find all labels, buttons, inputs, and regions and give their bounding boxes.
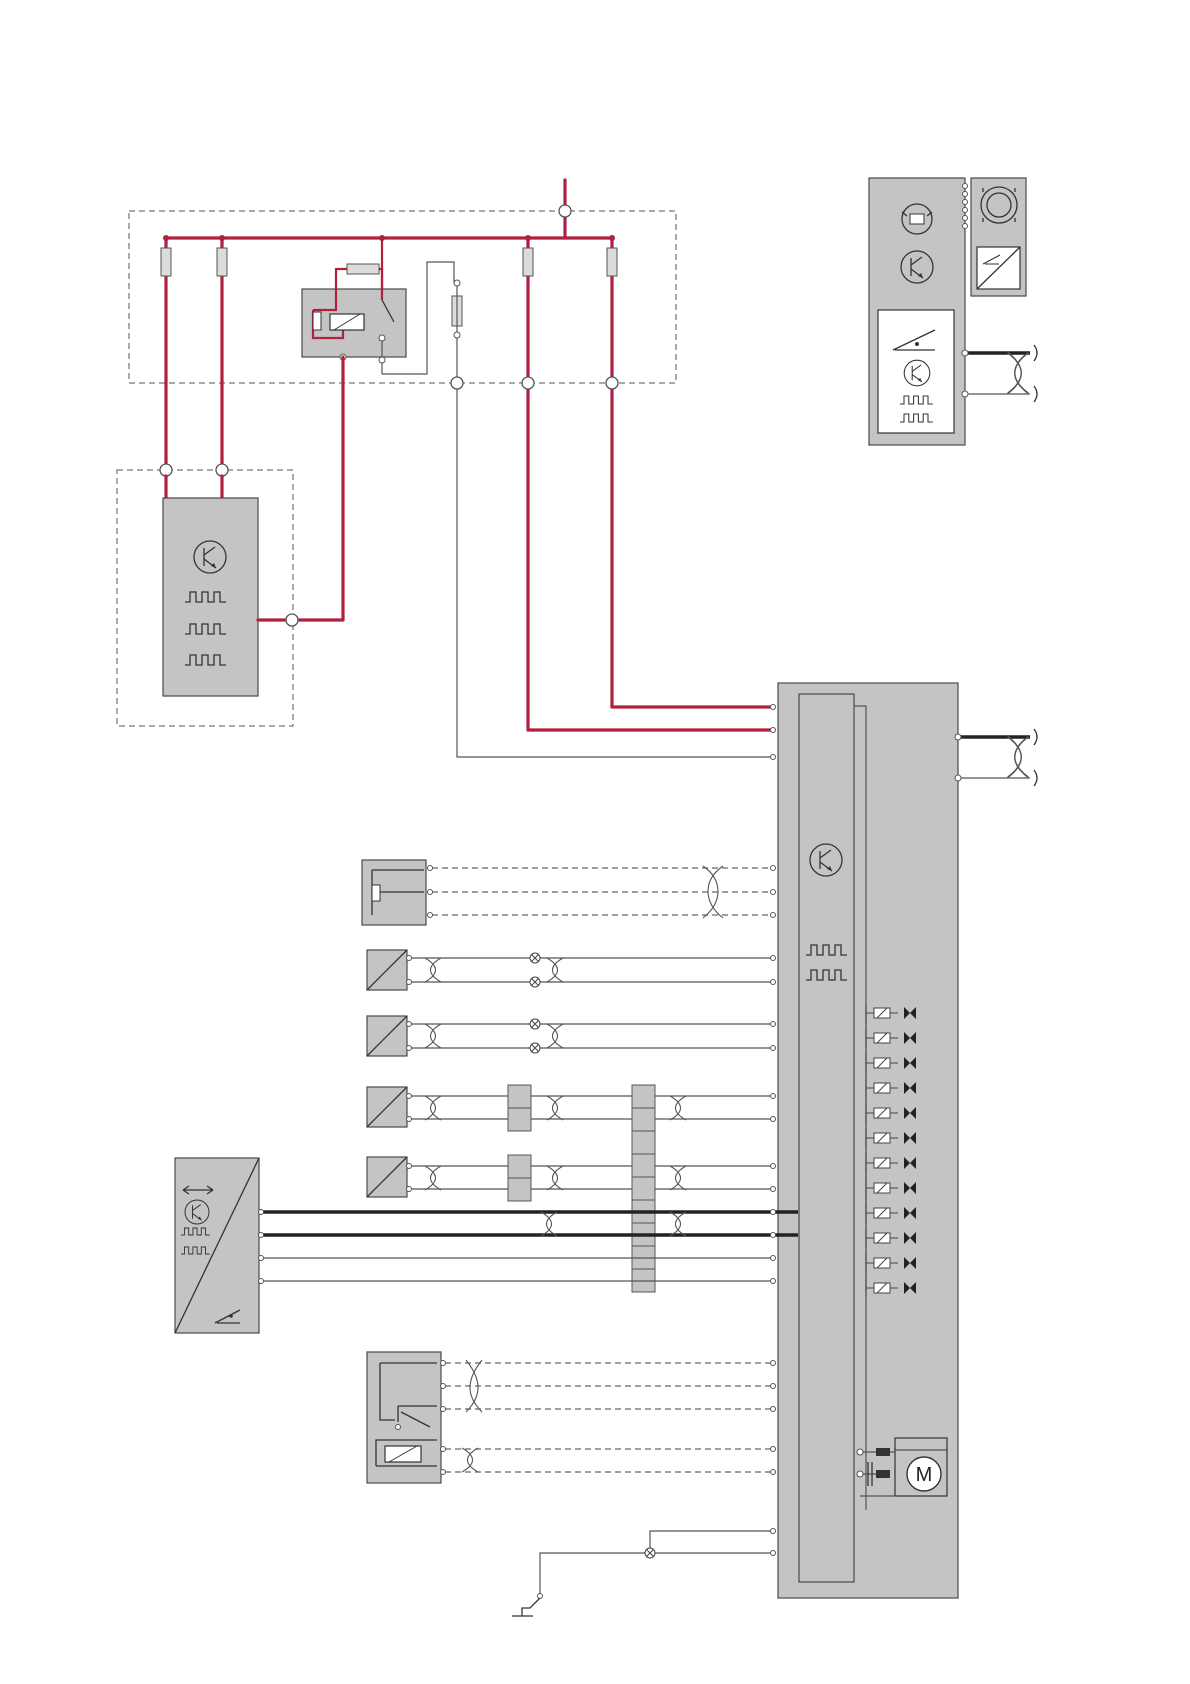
instrument-module: [869, 178, 1037, 445]
twisted-pair-icon: [1008, 353, 1029, 394]
main-control-module: M: [778, 683, 1037, 1598]
switch-relay-unit: [367, 1352, 773, 1483]
twisted-pair-icon: [1008, 737, 1029, 778]
ground-icon: [512, 1598, 540, 1616]
motor-label: M: [916, 1464, 933, 1486]
converter-sensor-2: [367, 1016, 773, 1056]
main-module-pins: [771, 705, 776, 1556]
lamp-icon: [530, 1019, 540, 1029]
angle-sensor-module: [175, 1158, 798, 1333]
converter-sensor-3: [367, 1085, 773, 1131]
lamp-icon: [530, 977, 540, 987]
converter-sensor-4: [367, 1155, 773, 1201]
lamp-icon: [530, 1043, 540, 1053]
lamp-icon: [530, 953, 540, 963]
relay: [292, 269, 406, 620]
twisted-pair-icon: [541, 1212, 557, 1236]
control-module-left: [117, 464, 298, 726]
converter-sensor-1: [367, 950, 773, 990]
relay-coil-icon: [313, 312, 321, 330]
potentiometer-icon: [372, 885, 380, 901]
connector-stack: [632, 1085, 655, 1292]
lamp-icon: [645, 1548, 655, 1558]
ground: [512, 1531, 773, 1616]
potentiometer-sensor: [362, 860, 773, 925]
